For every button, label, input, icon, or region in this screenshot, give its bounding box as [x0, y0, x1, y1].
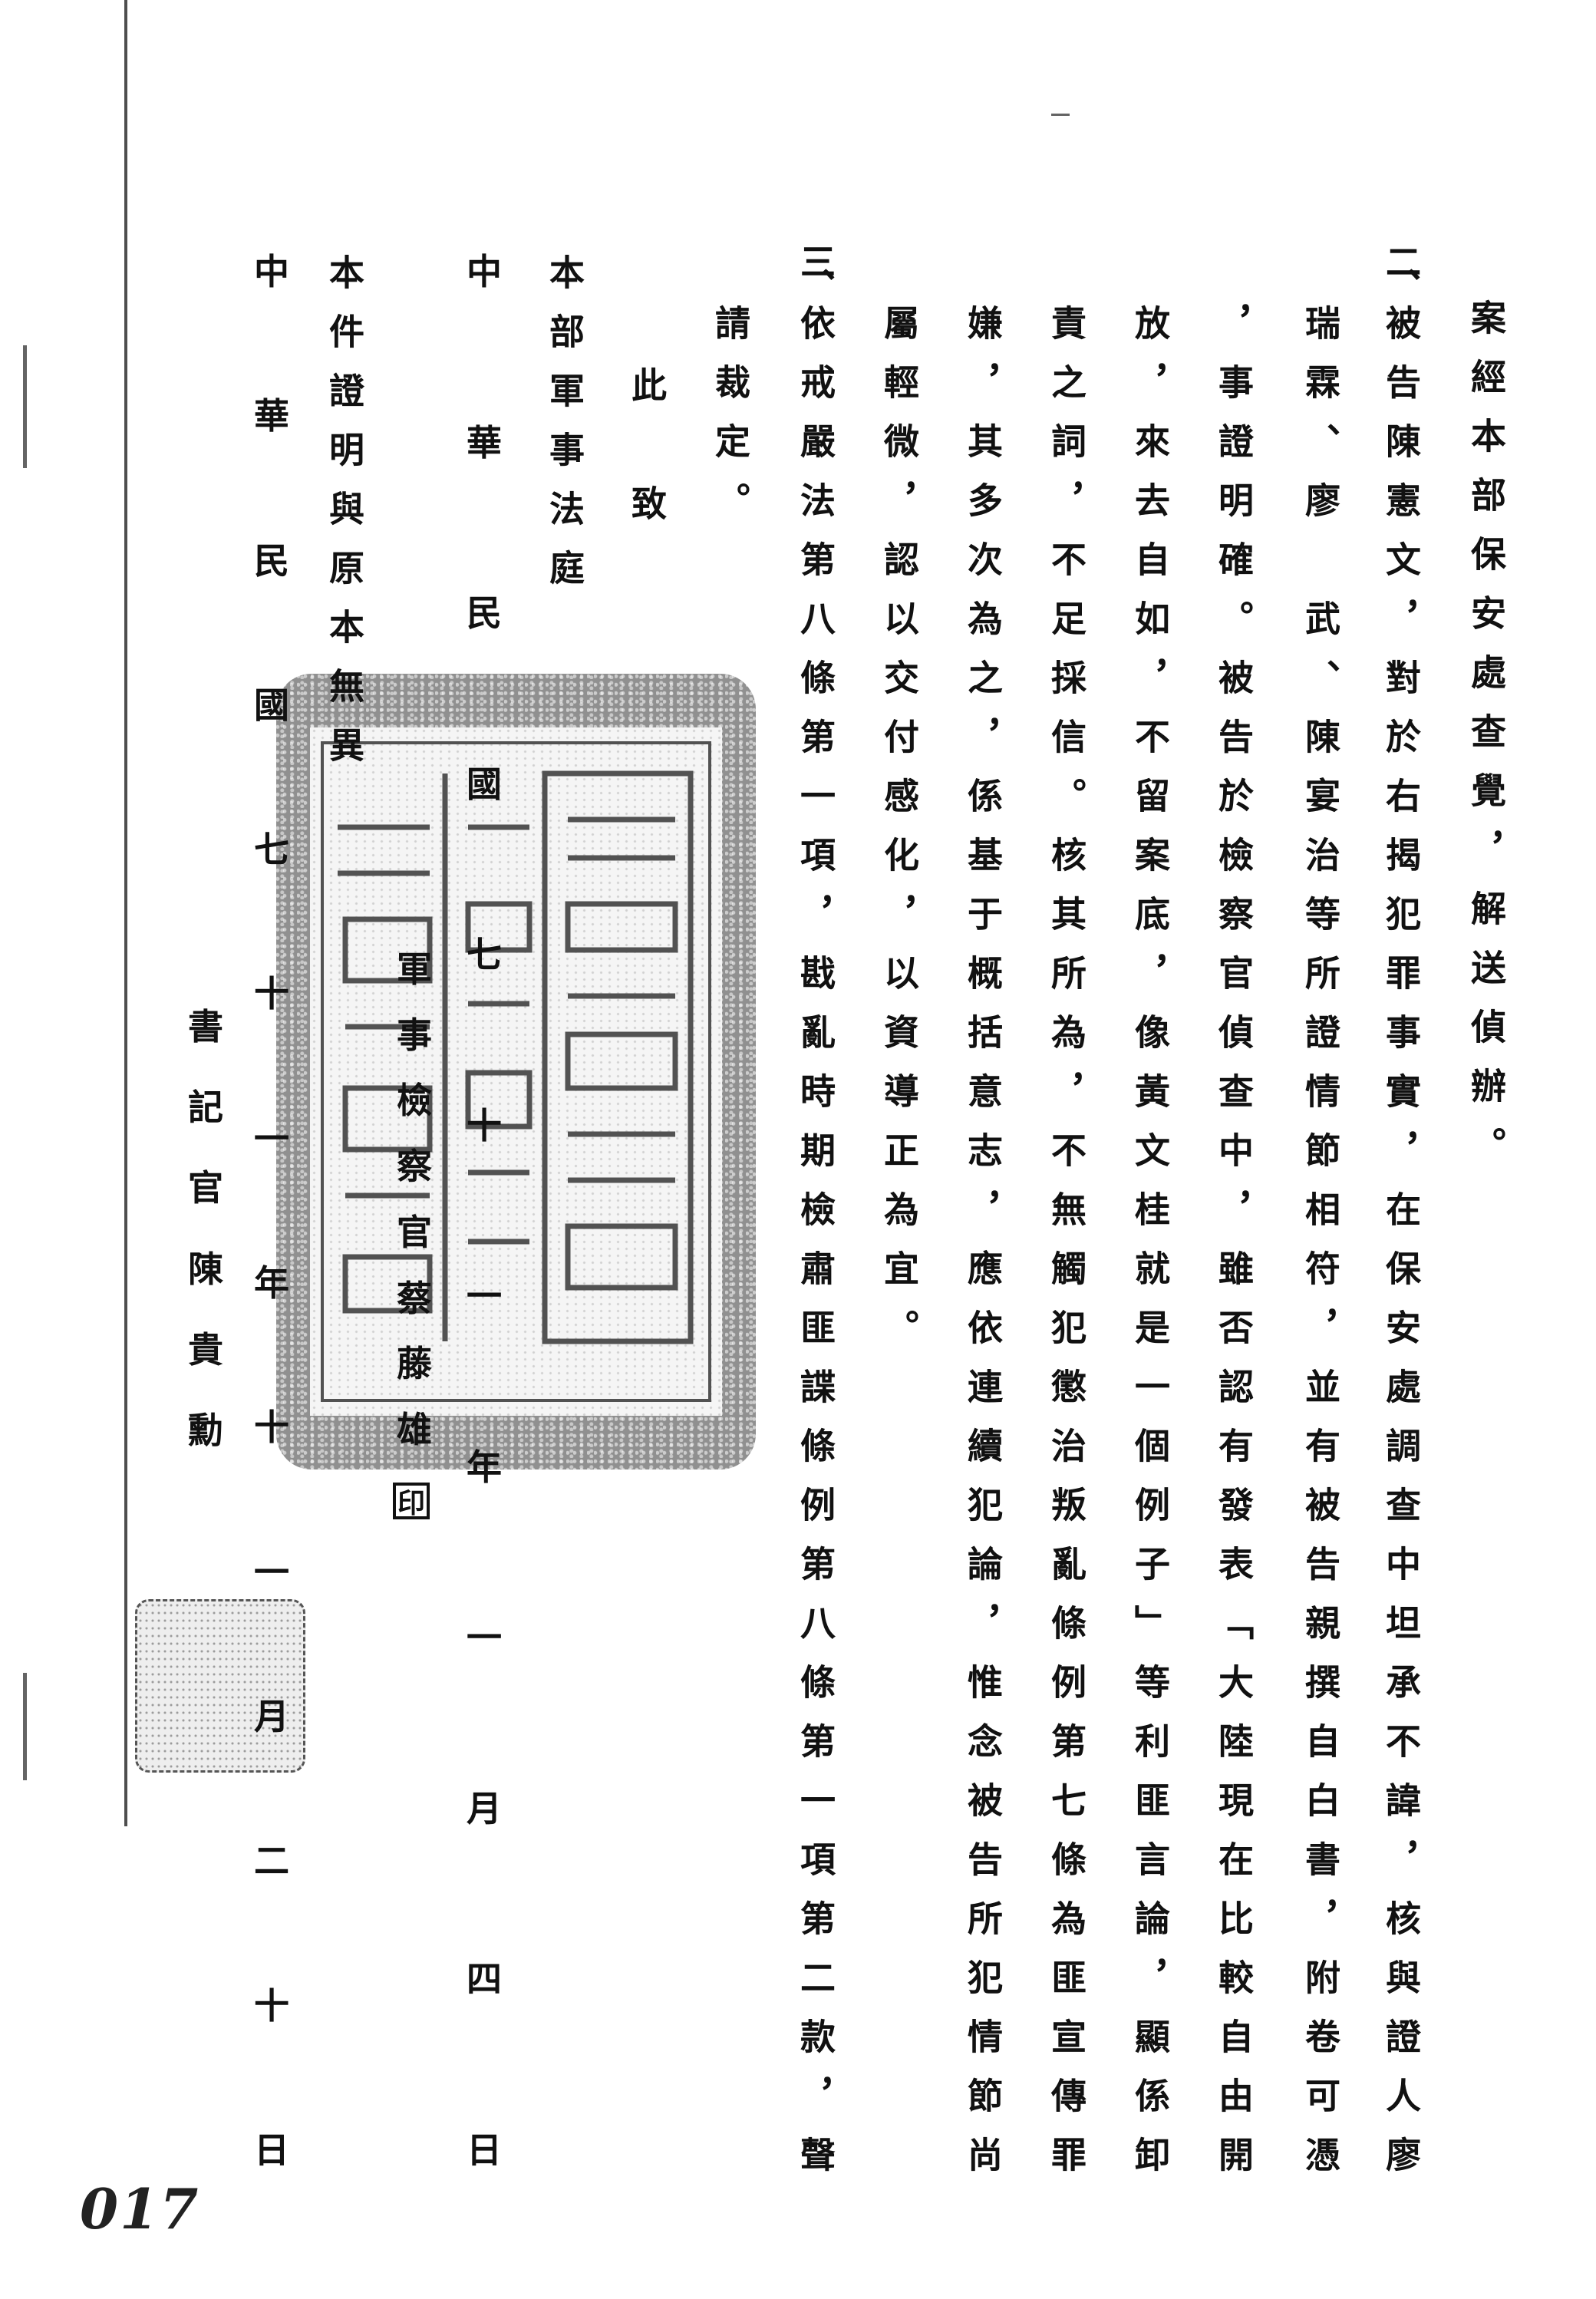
date-char: 年 [467, 1446, 502, 1488]
date-char: 十 [467, 1104, 502, 1146]
date-char: 四 [467, 1958, 502, 2000]
certification-statement: 本件證明與原本無異 [324, 254, 365, 786]
date-char: 民 [467, 592, 502, 635]
signature-char: 事 [397, 1014, 432, 1056]
text-column-3: 瑞霖、廖 武、陳宴治等所證情節相符，並有被告親撰自白書，附卷可憑 [1300, 305, 1341, 2195]
date-char: 日 [467, 2129, 502, 2171]
official-seal-stamp [276, 674, 756, 1469]
text-column-6: 責之詞，不足採信。核其所為，不無觸犯懲治叛亂條例第七條為匪宣傳罪 [1046, 305, 1087, 2195]
date-char: 二 [254, 1840, 289, 1882]
clerk-seal-stamp [135, 1599, 305, 1773]
certification-date: 中 華 民 國 七 十 一 年 十 一 月 二 十 日 [252, 254, 291, 2168]
text-column-2: 被告陳憲文，對於右揭犯罪事實，在保安處調查中坦承不諱，核與證人廖 [1380, 305, 1422, 2195]
signature-char: 記 [188, 1087, 223, 1129]
signature-char: 雄 [397, 1408, 432, 1450]
date-char: 華 [254, 395, 289, 437]
seal-mark-box: 印 [393, 1483, 430, 1519]
addressee: 本部軍事法庭 [544, 254, 585, 609]
signature-char: 官 [397, 1211, 432, 1253]
section-two-marker: 二、 [1380, 243, 1422, 292]
date-char: 七 [467, 934, 502, 976]
scan-mark [23, 345, 27, 468]
seal-script-pattern [321, 741, 711, 1402]
signature-char: 陳 [188, 1248, 223, 1290]
clerk-signature: 書 記 官 陳 貴 勳 [186, 1009, 225, 1448]
date-char: 一 [254, 1117, 289, 1159]
filing-date: 中 華 民 國 七 十 一 年 一 月 四 日 [465, 254, 503, 2168]
signature-char: 勳 [188, 1409, 223, 1451]
date-char: 七 [254, 829, 289, 871]
salutation: 此 致 [626, 367, 668, 544]
left-margin-line [124, 0, 127, 1826]
date-char: 十 [254, 1407, 289, 1449]
date-char: 十 [254, 1984, 289, 2027]
signature-char: 官 [188, 1167, 223, 1209]
date-char: 華 [467, 421, 502, 463]
date-char: 一 [254, 1551, 289, 1593]
text-column-8: 屬輕微，認以交付感化，以資導正為宜。 [879, 305, 920, 1368]
scan-mark [1051, 114, 1070, 116]
scan-mark [23, 1673, 27, 1780]
date-char: 中 [467, 251, 502, 292]
text-column-1: 案經本部保安處查覺，解送偵辦。 [1466, 299, 1507, 1186]
text-column-7: 嫌，其多次為之，係基于概括意志，應依連續犯論，惟念被告所犯情節尚 [962, 305, 1004, 2195]
signature-char: 蔡 [397, 1277, 432, 1319]
signature-char: 藤 [397, 1343, 432, 1385]
signature-char: 貴 [188, 1328, 223, 1370]
signature-char: 察 [397, 1146, 432, 1188]
date-char: 國 [254, 684, 289, 726]
date-char: 月 [254, 1695, 289, 1737]
date-char: 十 [254, 973, 289, 1015]
date-char: 日 [254, 2129, 289, 2171]
date-char: 一 [467, 1275, 502, 1318]
text-column-5: 放，來去自如，不留案底，像黃文桂就是一個例子」等利匪言論，顯係卸 [1129, 305, 1171, 2195]
date-char: 年 [254, 1262, 289, 1305]
date-char: 中 [254, 251, 289, 292]
text-column-10: 請裁定。 [710, 305, 751, 541]
date-char: 月 [467, 1787, 502, 1829]
signature-char: 書 [188, 1006, 223, 1047]
page-number: 017 [80, 2176, 200, 2241]
date-char: 民 [254, 539, 289, 582]
text-column-9: 依戒嚴法第八條第一項，戡亂時期檢肅匪諜條例第八條第一項第二款，聲 [795, 305, 836, 2195]
text-column-4: ，事證明確。被告於檢察官偵查中，雖否認有發表「大陸現在比較自由開 [1213, 305, 1255, 2195]
signature-char: 軍 [397, 948, 432, 990]
section-three-marker: 三、 [795, 243, 836, 292]
prosecutor-signature: 軍 事 檢 察 官 蔡 藤 雄 [395, 952, 434, 1447]
date-char: 國 [467, 763, 502, 805]
signature-char: 檢 [397, 1080, 432, 1122]
date-char: 一 [467, 1617, 502, 1659]
